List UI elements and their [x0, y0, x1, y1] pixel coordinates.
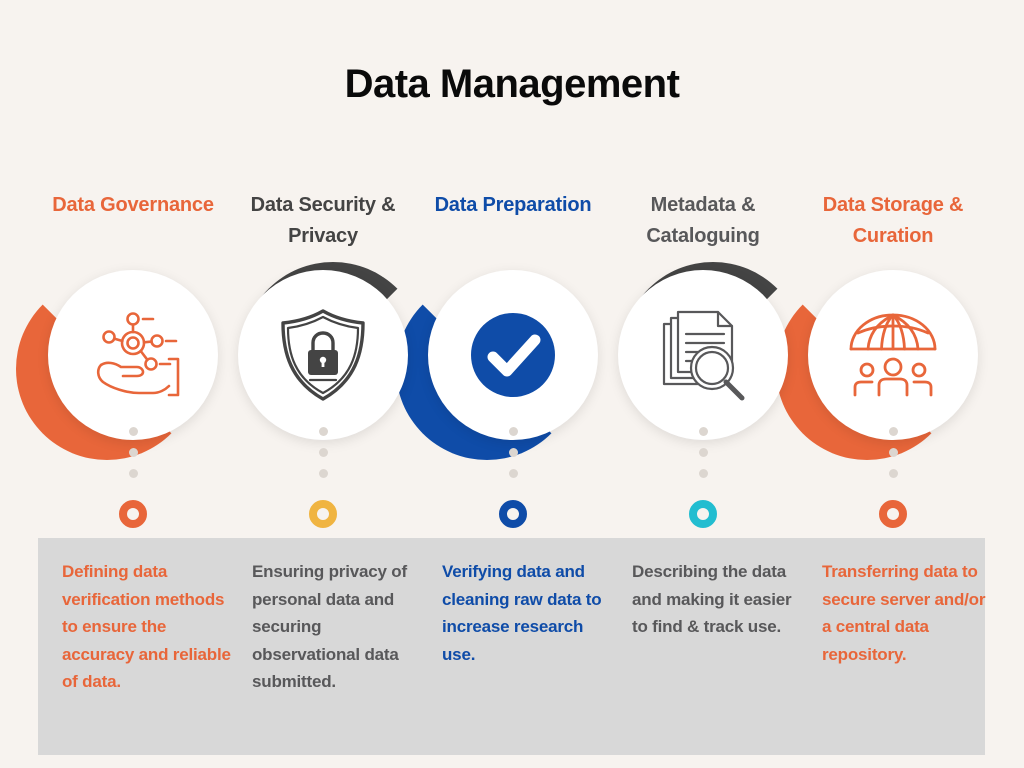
check-circle-icon: [465, 307, 561, 403]
dot-trail: [798, 427, 988, 490]
step-description: Ensuring privacy of personal data and se…: [252, 562, 407, 692]
trail-dot: [698, 469, 708, 478]
trail-dot: [698, 448, 708, 457]
step-ring-marker[interactable]: [119, 500, 147, 528]
document-search-icon: [650, 302, 756, 408]
step-ring-marker[interactable]: [309, 500, 337, 528]
step-heading: Data Security & Privacy: [250, 194, 396, 247]
step-description: Describing the data and making it easier…: [632, 562, 792, 637]
trail-dot: [888, 448, 898, 457]
step-description: Verifying data and cleaning raw data to …: [442, 562, 602, 664]
process-step: Metadata & Cataloguing: [608, 0, 804, 768]
dot-trail: [228, 427, 418, 490]
process-step: Data Security & Privacy: [228, 0, 424, 768]
trail-dot: [128, 427, 138, 436]
step-heading: Data Storage & Curation: [822, 194, 964, 247]
step-ring-marker[interactable]: [879, 500, 907, 528]
trail-dot: [698, 427, 708, 436]
trail-dot: [318, 427, 328, 436]
trail-dot: [318, 448, 328, 457]
globe-people-icon: [841, 307, 945, 403]
step-icon-circle[interactable]: [618, 270, 788, 440]
hand-data-network-icon: [81, 303, 185, 407]
trail-dot: [508, 427, 518, 436]
description-panel: [38, 538, 985, 755]
page-title: Data Management: [344, 62, 680, 106]
trail-dot: [128, 469, 138, 478]
step-description: Transferring data to secure server and/o…: [822, 562, 986, 664]
trail-dot: [128, 448, 138, 457]
trail-dot: [508, 448, 518, 457]
step-icon-circle[interactable]: [238, 270, 408, 440]
step-heading: Data Governance: [52, 194, 214, 216]
dot-trail: [418, 427, 608, 490]
dot-trail: [38, 427, 228, 490]
dot-trail: [608, 427, 798, 490]
step-icon-circle[interactable]: [48, 270, 218, 440]
shield-lock-icon: [273, 303, 373, 407]
trail-dot: [888, 427, 898, 436]
trail-dot: [888, 469, 898, 478]
trail-dot: [508, 469, 518, 478]
step-icon-circle[interactable]: [428, 270, 598, 440]
trail-dot: [318, 469, 328, 478]
step-description: Defining data verification methods to en…: [62, 562, 231, 692]
step-ring-marker[interactable]: [689, 500, 717, 528]
step-heading: Data Preparation: [434, 194, 592, 216]
step-heading: Metadata & Cataloguing: [646, 194, 760, 247]
step-icon-circle[interactable]: [808, 270, 978, 440]
step-ring-marker[interactable]: [499, 500, 527, 528]
